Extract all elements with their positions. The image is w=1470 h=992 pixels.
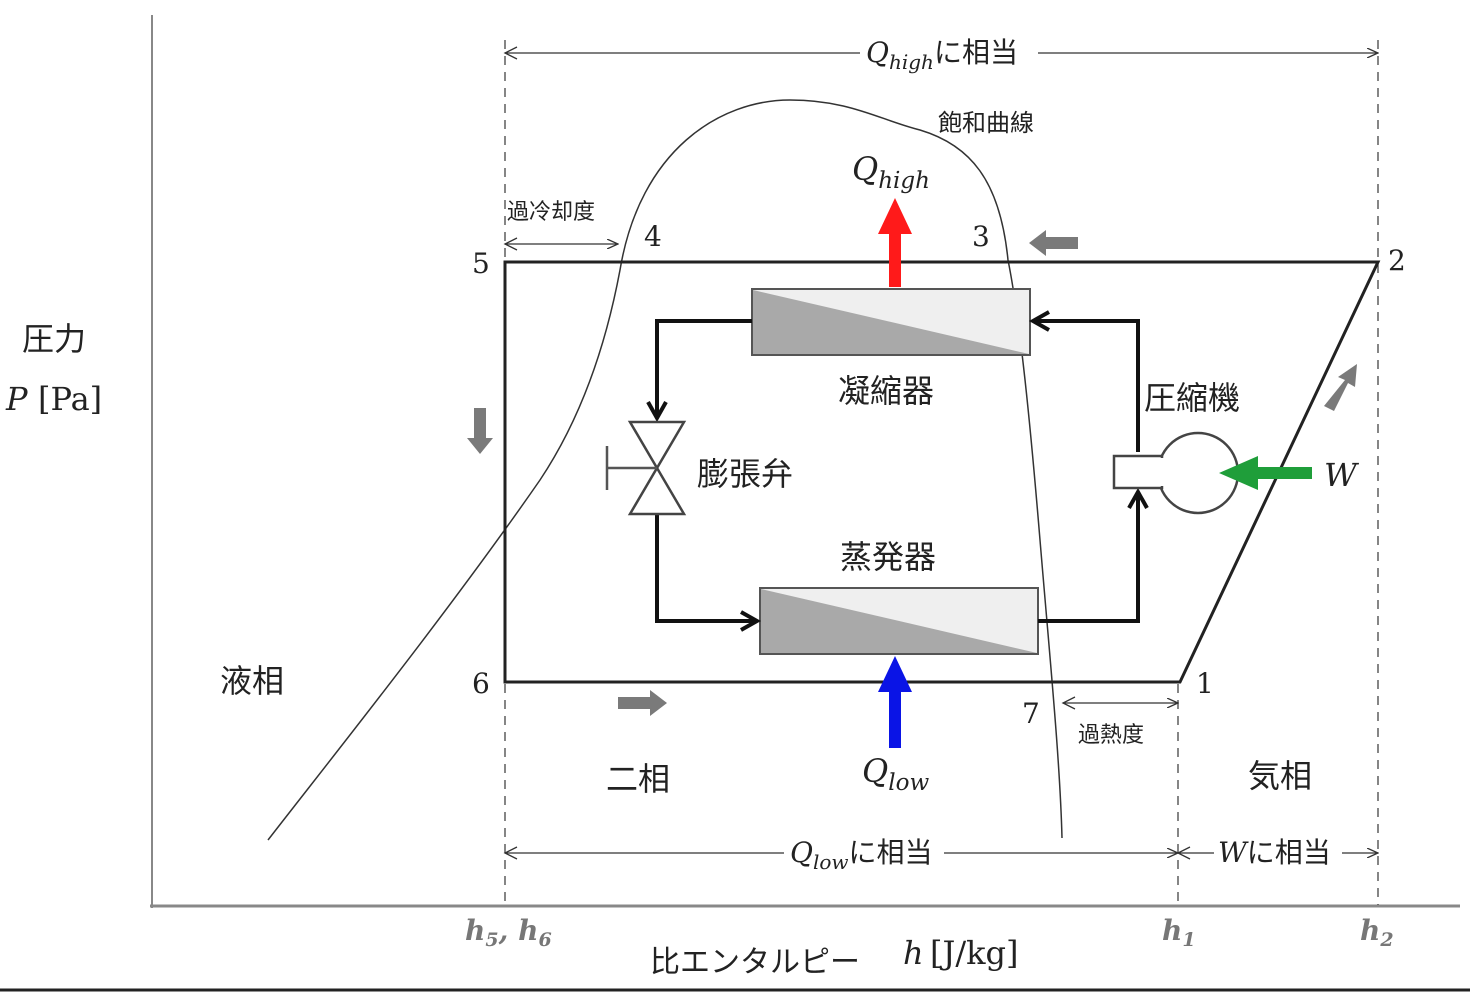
cycle-outline xyxy=(503,260,1381,684)
region-liquid: 液相 xyxy=(220,662,284,700)
tick-h1: h1 xyxy=(1162,914,1196,951)
point-4: 4 xyxy=(644,220,662,253)
q-high-label: Qhigh xyxy=(852,150,930,194)
pipe-valve-to-evaporator xyxy=(655,513,757,621)
point-5: 5 xyxy=(472,247,490,280)
condenser-label: 凝縮器 xyxy=(838,372,934,410)
point-7: 7 xyxy=(1022,697,1040,730)
expansion-valve-icon xyxy=(605,420,687,516)
subcool-label: 過冷却度 xyxy=(507,200,595,225)
condenser-shade xyxy=(753,290,1029,354)
pipe-evaporator-to-compressor xyxy=(1038,492,1138,623)
expansion-valve-label: 膨張弁 xyxy=(697,455,793,493)
region-vapor: 気相 xyxy=(1248,757,1312,795)
compressor-label: 圧縮機 xyxy=(1144,379,1240,417)
saturation-curve-label: 飽和曲線 xyxy=(938,109,1034,137)
x-axis-symbol: h xyxy=(903,934,924,972)
work-arrow xyxy=(1219,456,1312,490)
evaporator-label: 蒸発器 xyxy=(840,538,936,576)
process-arrow-right xyxy=(618,690,667,716)
compressor-icon xyxy=(1112,431,1240,515)
w-span-label: Wに相当 xyxy=(1218,836,1331,869)
qlow-span-label: Qlowに相当 xyxy=(790,836,933,874)
superheat-label: 過熱度 xyxy=(1078,723,1144,748)
y-axis-label: 圧力 xyxy=(22,320,86,358)
y-axis-unit: [Pa] xyxy=(38,380,102,418)
qhigh-span-left-head xyxy=(503,46,518,60)
x-axis-label: 比エンタルピー xyxy=(650,945,860,980)
tick-h5-h6: h5, h6 xyxy=(465,914,552,951)
point-1: 1 xyxy=(1196,667,1214,700)
q-high-arrow xyxy=(878,198,912,287)
q-low-label: Qlow xyxy=(862,752,929,796)
q-low-arrow xyxy=(878,656,912,748)
pipe-condenser-to-valve xyxy=(657,319,752,418)
pipe-compressor-to-condenser xyxy=(1033,321,1140,452)
qhigh-span-label: Qhighに相当 xyxy=(866,36,1018,74)
saturation-curve xyxy=(267,99,1063,841)
y-axis-symbol: P xyxy=(5,380,28,418)
process-arrow-up-right xyxy=(1324,364,1357,411)
point-3: 3 xyxy=(972,220,990,253)
x-axis-unit: [J/kg] xyxy=(930,934,1018,972)
process-arrow-left xyxy=(1029,230,1078,256)
point-2: 2 xyxy=(1388,244,1406,277)
tick-h2: h2 xyxy=(1360,914,1394,951)
region-two-phase: 二相 xyxy=(606,760,670,798)
point-6: 6 xyxy=(472,667,490,700)
work-label: W xyxy=(1324,456,1360,494)
process-arrow-down xyxy=(467,408,493,454)
evaporator-shade xyxy=(761,589,1037,653)
